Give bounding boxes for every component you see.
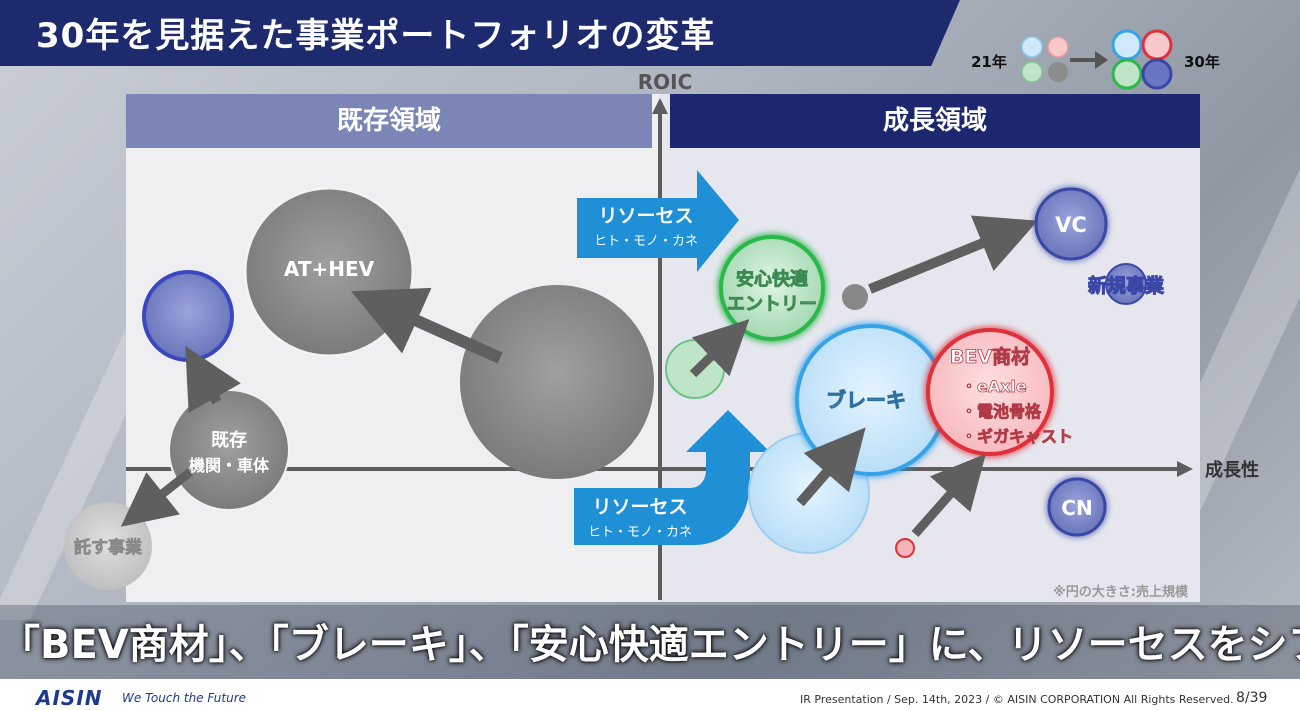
existing-label-line1: 既存 [211,429,247,451]
legend-30-circles [1111,29,1173,90]
tagline: We Touch the Future [122,691,247,705]
bev-item-gigacast: ・ギガキャスト [961,427,1073,446]
y-axis-label: ROIC [638,70,693,94]
arrow-to-vc [868,215,1038,294]
arrow-to-outsource [120,468,193,527]
vc-label: VC [1055,213,1087,237]
legend-to-label: 30年 [1184,53,1220,71]
safety-label-line1: 安心快適 [736,268,808,290]
legend-21-circles [1021,36,1069,83]
bev-bubble [926,328,1054,456]
arrow-to-brake [796,427,866,507]
large-existing-bubble [460,285,654,479]
cn-bubble [1047,477,1107,537]
at-hev-label: AT+HEV [284,257,375,281]
resource-bottom-sub: ヒト・モノ・カネ [588,525,692,540]
resource-top-title: リソーセス [598,205,693,227]
resource-arrow-top-icon [577,170,739,272]
brake-label: ブレーキ [826,388,906,412]
arrow-to-bev [911,453,986,537]
title-bar [0,0,960,66]
safety-entry-bubble [719,235,825,341]
arrow-to-safety [689,319,750,378]
x-axis-label: 成長性 [1205,459,1259,481]
arrow-to-indigo [185,345,241,413]
existing-area-header: 既存領域 [126,94,652,148]
arrow-to-at-hev [351,287,503,364]
bubble-size-note: ※円の大きさ:売上規模 [1053,584,1189,600]
new-business-bubble [1105,263,1147,305]
legend-from-label: 21年 [971,53,1007,71]
bev-small-bubble [895,538,915,558]
existing-label-line2: 機関・車体 [189,456,270,475]
key-message: 「BEV商材」、「ブレーキ」、「安心快適エントリー」に、リソーセスをシフト [0,622,1300,668]
safety-label-line2: エントリー [727,294,817,315]
page-number: 8/39 [1236,690,1268,706]
footer [0,679,1300,710]
bev-item-battery: ・電池骨格 [961,402,1042,421]
bev-item-eaxle: ・eAxle [961,377,1027,396]
cn-label: CN [1061,496,1092,520]
aisin-logo: AISIN [36,686,103,710]
vc-bubble [1034,187,1108,261]
copyright: IR Presentation / Sep. 14th, 2023 / © AI… [800,693,1234,706]
bev-title: BEV商材 [950,345,1030,368]
vc-start-bubble [842,284,868,310]
new-business-label: 新規事業 [1088,274,1165,297]
legend-arrow-icon [1070,51,1108,69]
outsource-label: 託す事業 [74,537,142,558]
message-band [0,605,1300,679]
resource-top-sub: ヒト・モノ・カネ [594,234,698,249]
resource-bottom-title: リソーセス [592,496,687,518]
existing-indigo-bubble [142,270,234,362]
resource-arrow-bottom-icon [574,410,770,545]
page-title: 30年を見据えた事業ポートフォリオの変革 [36,16,716,56]
growth-area-header: 成長領域 [670,94,1200,148]
